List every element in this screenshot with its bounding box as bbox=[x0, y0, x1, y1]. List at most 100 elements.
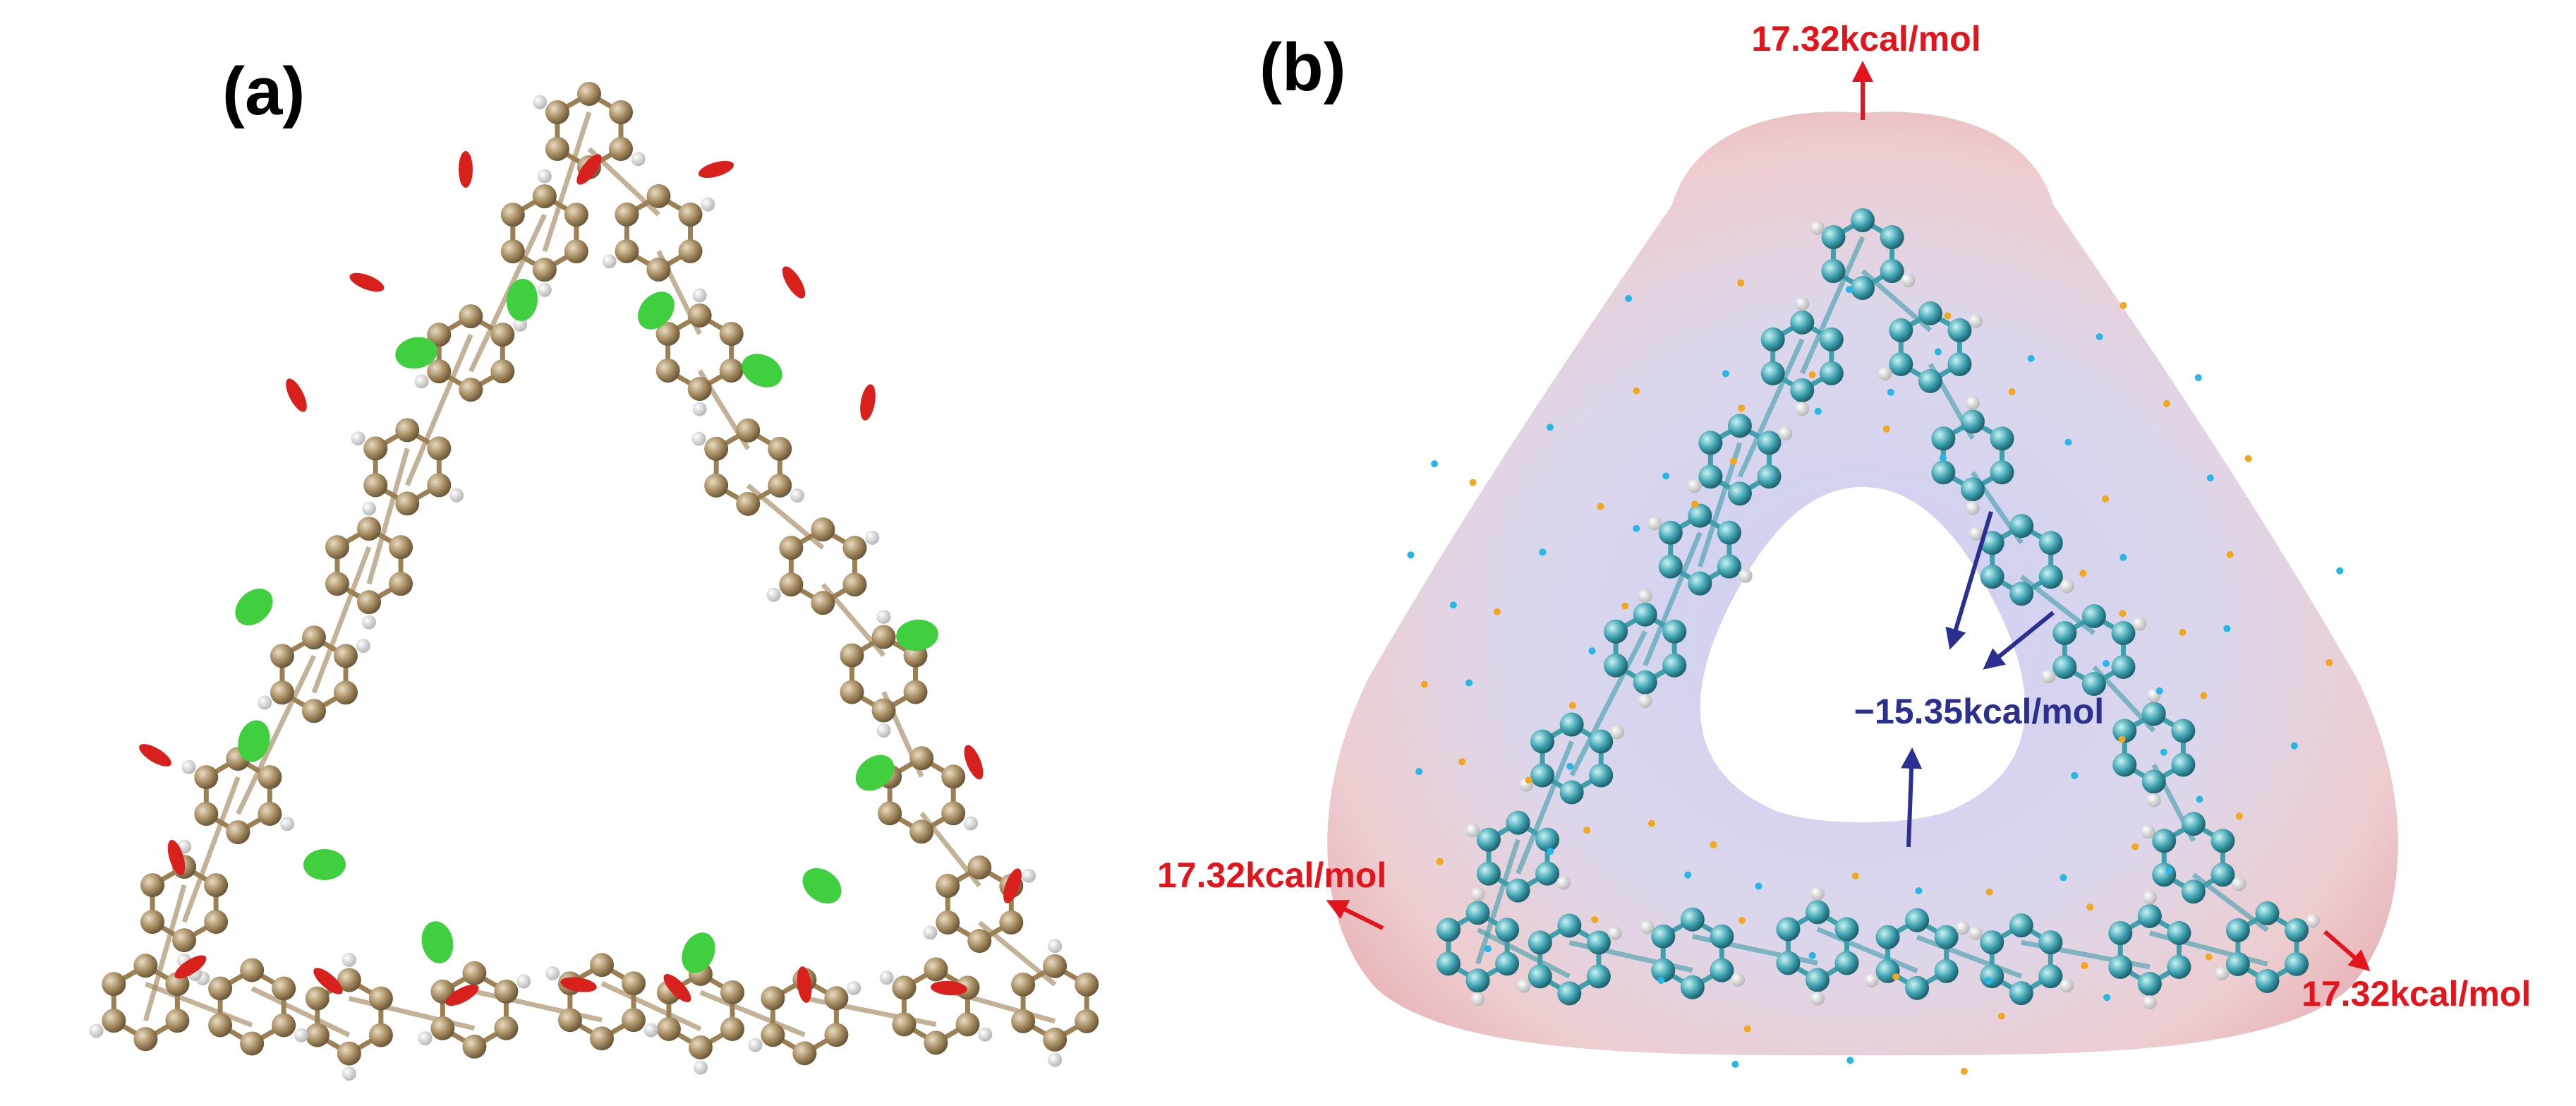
hydrogen-atom bbox=[418, 1031, 433, 1046]
carbon-atom bbox=[1710, 958, 1734, 982]
hydrogen-atom bbox=[978, 1027, 993, 1042]
hydrogen-atom bbox=[2142, 890, 2157, 905]
esp-max-point bbox=[2086, 903, 2094, 911]
carbon-atom bbox=[337, 1041, 361, 1066]
carbon-atom bbox=[258, 802, 282, 827]
carbon-atom bbox=[1980, 565, 2004, 589]
carbon-atom bbox=[1589, 729, 1614, 754]
hydrogen-atom bbox=[2146, 793, 2161, 807]
carbon-atom bbox=[389, 572, 413, 596]
hydrogen-atom bbox=[865, 530, 880, 545]
carbon-atom bbox=[270, 680, 294, 705]
esp-max-point bbox=[1420, 680, 1428, 688]
hydrogen-atom bbox=[513, 317, 528, 332]
carbon-atom bbox=[2171, 719, 2196, 743]
esp-max-point bbox=[1436, 858, 1444, 865]
carbon-atom bbox=[1465, 968, 1490, 993]
carbon-atom bbox=[494, 979, 519, 1004]
carbon-atom bbox=[1688, 503, 1712, 528]
carbon-atom bbox=[1662, 619, 1687, 644]
esp-min-point bbox=[1814, 407, 1822, 415]
carbon-atom bbox=[102, 972, 126, 997]
carbon-atom bbox=[687, 303, 712, 328]
esp-min-point bbox=[1415, 768, 1423, 776]
esp-min-point bbox=[1539, 548, 1547, 556]
bond bbox=[1737, 338, 1805, 478]
carbon-atom bbox=[357, 517, 382, 541]
esp-min-point bbox=[1465, 679, 1473, 687]
esp-min-point bbox=[1985, 977, 1993, 985]
hydrogen-atom bbox=[1778, 426, 1793, 441]
carbon-atom bbox=[427, 473, 452, 498]
carbon-atom bbox=[2137, 903, 2162, 928]
nci-red-disc bbox=[286, 378, 307, 412]
carbon-atom bbox=[622, 1008, 646, 1033]
hydrogen-atom bbox=[1810, 991, 1825, 1006]
esp-max-point bbox=[2163, 399, 2170, 407]
hydrogen-atom bbox=[2132, 616, 2147, 631]
carbon-atom bbox=[208, 1013, 233, 1038]
carbon-atom bbox=[564, 239, 588, 264]
carbon-atom bbox=[1905, 975, 1930, 1000]
carbon-atom bbox=[1889, 351, 1913, 376]
carbon-atom bbox=[967, 929, 992, 954]
carbon-atom bbox=[909, 819, 934, 844]
esp-max-point bbox=[1458, 758, 1466, 766]
carbon-atom bbox=[325, 535, 349, 560]
carbon-atom bbox=[427, 323, 452, 347]
carbon-atom bbox=[1586, 930, 1611, 955]
hydrogen-atom bbox=[545, 966, 560, 980]
esp-max-point bbox=[1892, 973, 1900, 980]
carbon-atom bbox=[1604, 619, 1628, 644]
hydrogen-atom bbox=[258, 695, 272, 710]
carbon-atom bbox=[1776, 951, 1801, 975]
esp-min-point bbox=[1431, 460, 1439, 468]
hydrogen-atom bbox=[449, 488, 464, 503]
carbon-atom bbox=[557, 1008, 582, 1033]
carbon-atom bbox=[1465, 901, 1490, 925]
hydrogen-atom bbox=[341, 1066, 356, 1081]
panel-b: (b) 17.32kcal/mol 17.32kcal/mol 17.32kca… bbox=[1157, 19, 2531, 1075]
carbon-atom bbox=[1980, 930, 2004, 955]
carbon-atom bbox=[1436, 951, 1461, 976]
hydrogen-atom bbox=[537, 169, 552, 184]
carbon-atom bbox=[871, 698, 896, 723]
nci-green-disc bbox=[896, 619, 938, 651]
hydrogen-atom bbox=[1638, 589, 1652, 603]
esp-max-point bbox=[1691, 500, 1699, 508]
carbon-atom bbox=[1717, 520, 1741, 545]
carbon-atom bbox=[967, 855, 992, 880]
carbon-atom bbox=[842, 536, 867, 560]
hydrogen-atom bbox=[362, 501, 377, 516]
carbon-atom bbox=[1535, 827, 1560, 852]
carbon-atom bbox=[1557, 913, 1582, 938]
carbon-atom bbox=[1805, 900, 1830, 925]
carbon-atom bbox=[656, 1016, 681, 1041]
carbon-atom bbox=[736, 418, 761, 443]
carbon-atom bbox=[564, 203, 588, 227]
carbon-atom bbox=[1011, 972, 1036, 997]
hydrogen-atom bbox=[2215, 966, 2230, 981]
arrow-max-left bbox=[1326, 900, 1384, 930]
nci-red-disc bbox=[174, 955, 207, 979]
carbon-atom bbox=[615, 202, 639, 227]
carbon-atom bbox=[1918, 301, 1942, 325]
carbon-atom bbox=[305, 986, 329, 1011]
nci-red-disc bbox=[139, 744, 171, 767]
carbon-atom bbox=[1586, 964, 1611, 989]
carbon-atom bbox=[761, 1023, 785, 1047]
hydrogen-atom bbox=[2232, 877, 2247, 891]
hydrogen-atom bbox=[2141, 824, 2155, 839]
carbon-atom bbox=[133, 1027, 158, 1052]
carbon-atom bbox=[2137, 971, 2162, 996]
carbon-atom bbox=[240, 958, 265, 982]
carbon-atom bbox=[2009, 582, 2034, 606]
carbon-atom bbox=[165, 972, 190, 997]
hydrogen-atom bbox=[2305, 913, 2320, 928]
esp-min-point bbox=[2160, 748, 2167, 756]
panel-a-label: (a) bbox=[222, 54, 305, 129]
carbon-atom bbox=[2211, 862, 2235, 887]
label-min-center: −15.35kcal/mol bbox=[1854, 692, 2104, 731]
hydrogen-atom bbox=[963, 816, 978, 831]
esp-min-point bbox=[1625, 295, 1633, 303]
